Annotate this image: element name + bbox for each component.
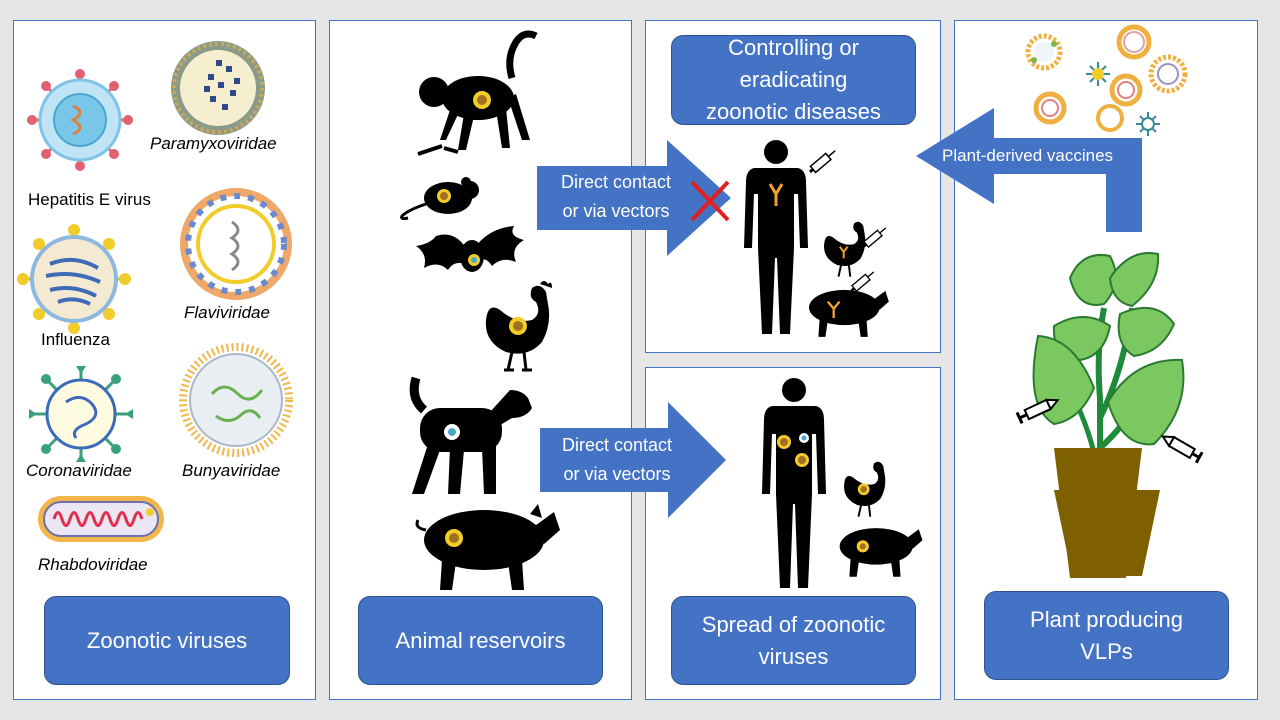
influenza-label: Influenza [41,330,110,349]
plant-line2: VLPs [1080,638,1133,664]
chicken-icon [485,281,552,372]
panel-plant [954,20,1258,700]
zoonotic-viruses-box: Zoonotic viruses [44,596,290,685]
bottom-arrow-line1: Direct contact [561,435,673,455]
influenza-icon [17,224,131,334]
rhabdoviridae-icon [38,496,164,542]
transmission-arrow-top [537,140,731,256]
syringe-icon [809,150,836,174]
vaccinated-human-icon [744,140,808,334]
monkey-icon [417,30,538,156]
vaccine-arrow [916,108,1142,232]
mouse-icon [400,177,479,221]
bunyaviridae-icon [179,343,293,457]
infected-chicken-icon [844,461,886,517]
leaf-syringe-left-icon [1015,398,1060,425]
infected-human-icon [762,378,826,588]
transmission-arrow-bottom [540,402,726,518]
vaccinated-chicken-icon [824,221,866,277]
top-arrow-line2: or via vectors [562,201,670,221]
spread-box: Spread of zoonotic viruses [671,596,916,685]
syringe-icon-pig [850,271,875,293]
dog-icon [409,376,532,494]
flavi-label: Flaviviridae [184,303,270,322]
blocked-cross-icon [690,180,730,222]
pig-icon [415,504,560,590]
spread-line2: viruses [758,643,829,669]
rhabdo-label: Rhabdoviridae [38,555,148,574]
control-title-line3: zoonotic diseases [706,99,881,124]
leaf-syringe-right-icon [1160,435,1204,464]
bat-icon [416,226,524,272]
corona-label: Coronaviridae [26,461,132,480]
hepatitis-e-virus-icon [27,69,133,171]
vaccine-arrow-text: Plant-derived vaccines [942,146,1114,165]
coronaviridae-icon [29,366,133,462]
bottom-arrow-text: Direct contact or via vectors [540,431,694,489]
flaviviridae-icon [180,188,292,300]
bottom-arrow-line2: or via vectors [563,464,671,484]
top-arrow-text: Direct contact or via vectors [540,168,692,226]
vlp-particles-icon [1025,24,1188,136]
control-title-box: Controlling or eradicating zoonotic dise… [671,35,916,125]
animal-reservoirs-box: Animal reservoirs [358,596,603,685]
paramyxoviridae-icon [171,41,265,135]
control-title-line2: eradicating [739,67,848,92]
infected-pig-icon [839,528,923,577]
vaccinated-pig-icon [809,289,889,337]
plant-pot-icon [1054,490,1160,576]
syringe-icon-chicken [862,227,887,249]
plant-vlp-box: Plant producing VLPs [984,591,1229,680]
top-arrow-line1: Direct contact [560,172,672,192]
hev-label: Hepatitis E virus [28,190,151,209]
spread-line1: Spread of zoonotic [701,611,886,637]
bunya-label: Bunyaviridae [182,461,281,480]
panel-animal-reservoirs [329,20,632,700]
paramyxo-label: Paramyxoviridae [150,134,277,153]
control-title-line1: Controlling or [728,35,859,60]
plant-line1: Plant producing [1030,606,1183,632]
